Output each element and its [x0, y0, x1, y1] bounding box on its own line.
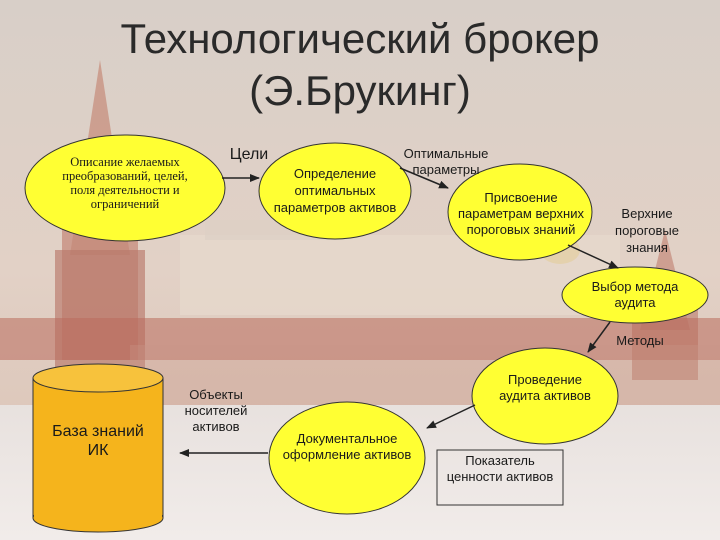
title-line-1: Технологический брокер	[120, 15, 600, 62]
audit-ellipse	[471, 347, 619, 445]
cylinder-top	[32, 363, 164, 393]
description-ellipse	[24, 134, 226, 242]
optimal-params-label: Оптимальные параметры	[403, 146, 489, 177]
arrow-method-to-audit	[587, 321, 611, 353]
carrier-objects-label: Объекты носителей активов	[184, 387, 248, 434]
assignment-ellipse	[447, 163, 593, 261]
documentation-ellipse	[268, 401, 426, 515]
goals-label: Цели	[229, 146, 269, 163]
title-line-2: (Э.Брукинг)	[249, 67, 471, 114]
value-indicator-box	[436, 449, 564, 506]
arrow-assignment-to-method	[567, 244, 619, 269]
method-choice-label: Выбор метода аудита	[591, 279, 679, 310]
methods-label: Методы	[616, 333, 664, 348]
definition-label: Определение оптимальных параметров актив…	[273, 166, 397, 215]
assignment-label: Присвоение параметрам верхних пороговых …	[458, 190, 584, 237]
arrow-audit-to-documentation	[426, 404, 476, 429]
upper-thresholds-label: Верхние пороговые знания	[615, 206, 679, 255]
arrow-definition-to-assignment	[399, 167, 449, 189]
cylinder-body	[32, 377, 164, 519]
knowledge-base-label: База знаний ИК	[52, 423, 144, 459]
audit-label: Проведение аудита активов	[499, 372, 591, 403]
method-choice-ellipse	[561, 266, 709, 324]
definition-ellipse	[258, 142, 412, 240]
description-label: Описание желаемых преобразований, целей,…	[62, 155, 188, 211]
documentation-label: Документальное оформление активов	[282, 431, 412, 462]
value-indicator-label: Показатель ценности активов	[446, 453, 554, 484]
